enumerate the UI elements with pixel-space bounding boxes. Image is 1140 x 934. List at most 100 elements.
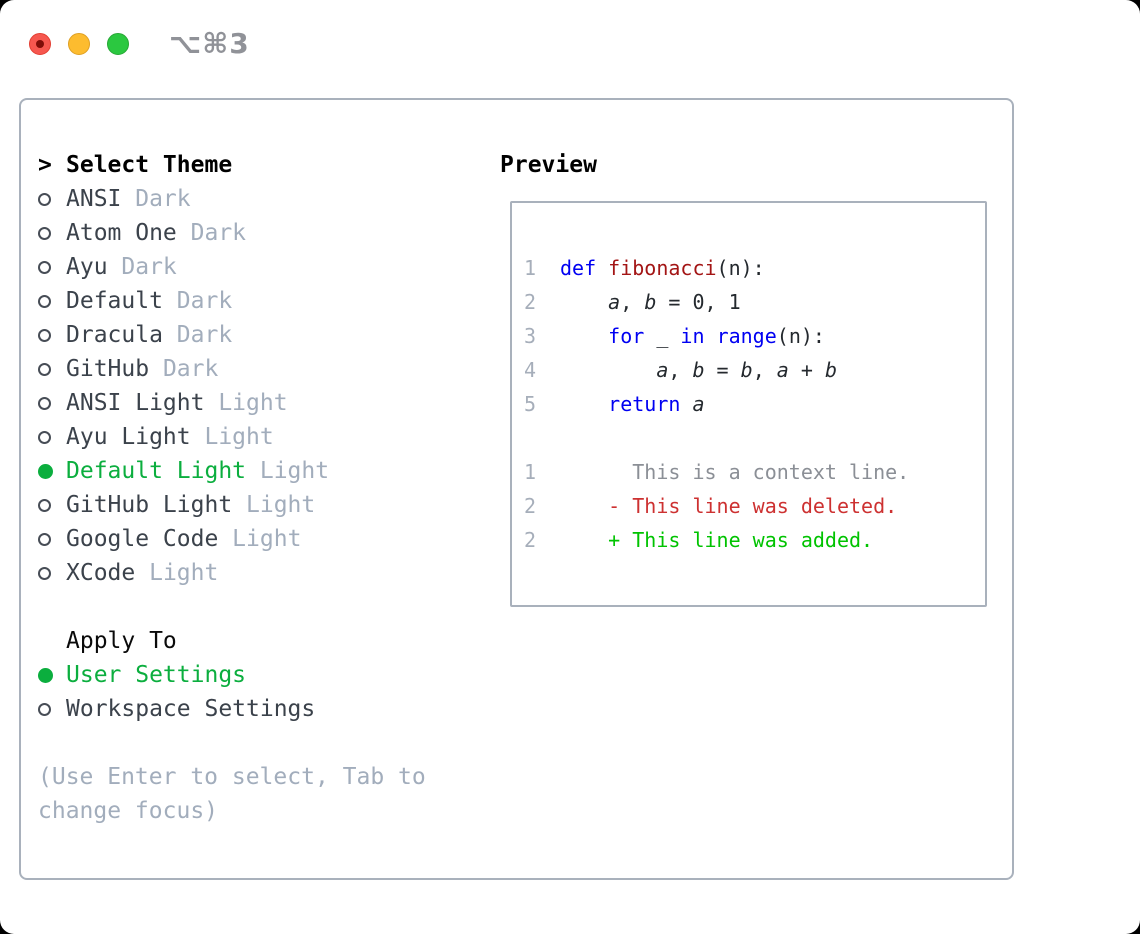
close-button[interactable]	[29, 32, 51, 55]
theme-option-ayu[interactable]: Ayu Dark	[38, 250, 500, 284]
apply-option-workspace-settings[interactable]: Workspace Settings	[38, 692, 500, 726]
prompt-marker: >	[38, 148, 66, 182]
radio-unselected-icon	[38, 352, 66, 386]
radio-unselected-icon	[38, 522, 66, 556]
preview-title: Preview	[500, 152, 597, 178]
apply-to-header: Apply To	[38, 624, 500, 658]
line-number: 4	[524, 358, 537, 382]
radio-unselected-icon	[38, 488, 66, 522]
code-content: + This line was added.	[560, 523, 873, 557]
theme-option-github-light[interactable]: GitHub Light Light	[38, 488, 500, 522]
preview-code-line: 1 This is a context line.	[524, 455, 985, 489]
theme-option-xcode[interactable]: XCode Light	[38, 556, 500, 590]
code-token: range	[716, 324, 777, 348]
line-number: 2	[524, 290, 537, 314]
code-token	[560, 358, 656, 382]
option-label: Atom One	[66, 220, 177, 246]
option-label: Default Light	[66, 458, 247, 484]
apply-option-user-settings[interactable]: User Settings	[38, 658, 500, 692]
code-content: a, b = 0, 1	[560, 285, 741, 319]
code-token: - This line was deleted.	[608, 494, 898, 518]
code-token: b	[824, 358, 837, 382]
option-label: GitHub	[66, 356, 150, 382]
code-token: b	[644, 290, 657, 314]
code-token: This is a context line.	[560, 460, 910, 484]
theme-option-ansi[interactable]: ANSI Dark	[38, 182, 500, 216]
theme-option-google-code[interactable]: Google Code Light	[38, 522, 500, 556]
option-variant-label: Light	[204, 390, 288, 416]
zoom-button[interactable]	[107, 32, 129, 55]
radio-unselected-icon	[38, 556, 66, 590]
code-token: ,	[668, 358, 693, 382]
option-label: User Settings	[66, 662, 247, 688]
option-label: GitHub Light	[66, 492, 233, 518]
theme-option-github[interactable]: GitHub Dark	[38, 352, 500, 386]
line-number: 5	[524, 392, 537, 416]
preview-code-line: 2 + This line was added.	[524, 523, 985, 557]
theme-option-default-light[interactable]: Default Light Light	[38, 454, 500, 488]
option-variant-label: Dark	[176, 220, 247, 246]
code-token: fibonacci	[608, 256, 717, 280]
code-token	[560, 392, 608, 416]
code-token	[560, 528, 608, 552]
theme-option-ansi-light[interactable]: ANSI Light Light	[38, 386, 500, 420]
code-token: a	[656, 358, 669, 382]
theme-option-atom-one[interactable]: Atom One Dark	[38, 216, 500, 250]
line-number: 2	[524, 494, 537, 518]
code-token	[560, 290, 608, 314]
radio-unselected-icon	[38, 216, 66, 250]
section-gap	[38, 726, 500, 760]
option-label: Default	[66, 288, 163, 314]
theme-option-default[interactable]: Default Dark	[38, 284, 500, 318]
radio-unselected-icon	[38, 182, 66, 216]
code-token	[560, 494, 608, 518]
code-token: in	[680, 324, 705, 348]
code-content: for _ in range(n):	[560, 319, 825, 353]
line-number: 1	[524, 460, 537, 484]
code-content: return a	[560, 387, 704, 421]
prompt-chevron: >	[38, 152, 52, 178]
theme-option-dracula[interactable]: Dracula Dark	[38, 318, 500, 352]
preview-code-line: 4 a, b = b, a + b	[524, 353, 985, 387]
select-theme-header: > Select Theme	[38, 148, 500, 182]
radio-unselected-icon	[38, 692, 66, 726]
radio-selected-icon	[38, 658, 66, 692]
code-token: (n):	[716, 256, 765, 280]
code-token: +	[788, 358, 825, 382]
apply-to-title: Apply To	[66, 628, 177, 654]
radio-unselected-icon	[38, 318, 66, 352]
preview-code-line: 5 return a	[524, 387, 985, 421]
code-token: return	[608, 392, 681, 416]
preview-code-line: 2 - This line was deleted.	[524, 489, 985, 523]
code-content: This is a context line.	[560, 455, 909, 489]
code-token	[680, 392, 692, 416]
apply-to-marker	[38, 624, 66, 658]
line-number: 1	[524, 256, 537, 280]
code-token: = 0, 1	[656, 290, 741, 314]
code-content: - This line was deleted.	[560, 489, 897, 523]
select-theme-title: Select Theme	[66, 152, 233, 178]
line-number: 2	[524, 528, 537, 552]
option-label: Dracula	[66, 322, 163, 348]
titlebar: ⌥⌘3	[29, 27, 250, 60]
code-token: b	[692, 358, 705, 382]
code-token: for	[608, 324, 645, 348]
radio-unselected-icon	[38, 386, 66, 420]
theme-option-ayu-light[interactable]: Ayu Light Light	[38, 420, 500, 454]
code-token: (n):	[776, 324, 825, 348]
radio-selected-icon	[38, 454, 66, 488]
option-variant-label: Light	[135, 560, 219, 586]
code-token	[560, 324, 608, 348]
option-variant-label: Light	[218, 526, 302, 552]
window-title: ⌥⌘3	[169, 27, 250, 60]
minimize-button[interactable]	[68, 32, 90, 55]
code-token: ,	[752, 358, 777, 382]
option-variant-label: Light	[232, 492, 316, 518]
